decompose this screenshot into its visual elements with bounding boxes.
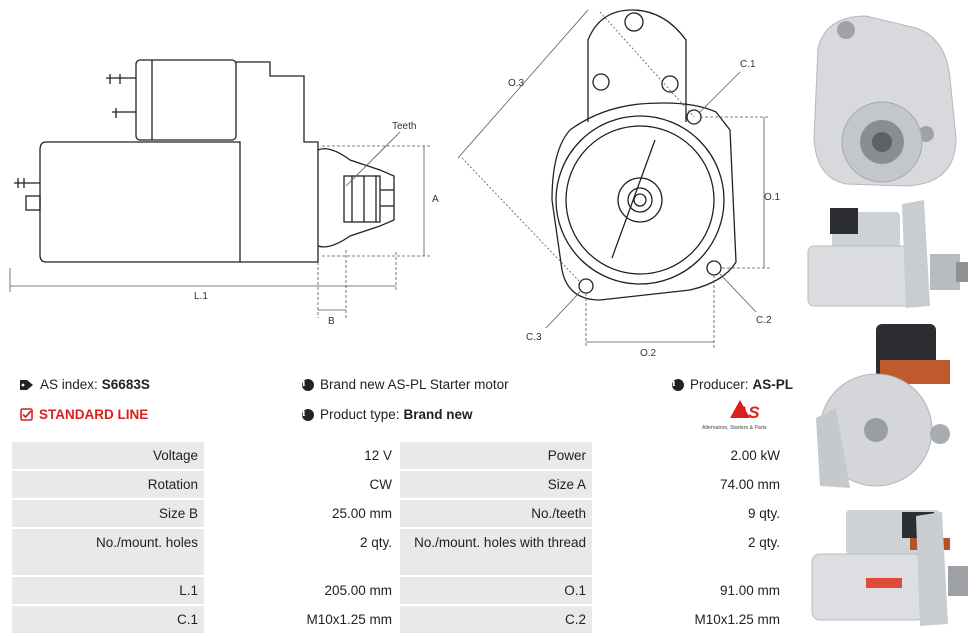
spec-label: Power [399,442,592,469]
tag-icon [20,379,33,390]
product-photo-rear[interactable] [806,318,972,494]
spec-value: 9 qty. [594,500,786,527]
producer: i Producer: AS-PL [672,377,793,392]
drawing-label-c3: C.3 [526,332,542,343]
drawing-label-a: A [432,194,439,205]
standard-line-badge: STANDARD LINE [20,407,148,422]
drawing-label-o2: O.2 [640,348,657,359]
spec-label: No./teeth [399,500,592,527]
drawing-label-o1: O.1 [764,192,781,203]
spec-table: Voltage 12 V Power 2.00 kW Rotation CW S… [10,440,788,635]
technical-drawing: Teeth A B L.1 O.3 C.1 O.1 C.2 C [9,9,781,359]
product-type-value: Brand new [403,407,473,422]
spec-label: No./mount. holes [12,529,205,575]
spec-value: 12 V [206,442,398,469]
drawing-label-c1: C.1 [740,59,756,70]
drawing-label-teeth: Teeth [392,121,416,132]
table-row: L.1 205.00 mm O.1 91.00 mm [12,577,786,604]
checkbox-checked-icon [20,408,33,421]
producer-label: Producer: [690,377,749,392]
product-photo-front[interactable] [806,8,972,188]
spec-value: 74.00 mm [594,471,786,498]
spec-value: 2.00 kW [594,442,786,469]
spec-label: C.2 [399,606,592,633]
spec-value: M10x1.25 mm [594,606,786,633]
table-row: Size B 25.00 mm No./teeth 9 qty. [12,500,786,527]
product-photo-angle[interactable] [806,496,972,632]
info-icon: i [302,378,314,391]
product-photo-side[interactable] [806,196,972,314]
drawing-label-o3: O.3 [508,78,525,89]
drawing-label-b: B [328,316,335,327]
drawing-label-l1: L.1 [194,291,208,302]
side-view-drawing [14,59,395,263]
spec-value: 2 qty. [206,529,398,575]
spec-label: Voltage [12,442,205,469]
table-row: Rotation CW Size A 74.00 mm [12,471,786,498]
as-pl-logo: AS Alternators, Starters & Parts [702,400,767,431]
table-row: C.1 M10x1.25 mm C.2 M10x1.25 mm [12,606,786,633]
spec-value: 2 qty. [594,529,786,575]
brand-description: i Brand new AS-PL Starter motor [302,377,509,392]
info-icon: i [302,408,314,421]
spec-value: CW [206,471,398,498]
logo-mark: AS [735,403,760,422]
as-index-value: S6683S [101,377,150,392]
drawing-label-c2: C.2 [756,315,772,326]
front-view-dimensions [457,9,770,348]
producer-value: AS-PL [752,377,794,392]
standard-line-text: STANDARD LINE [39,407,149,422]
spec-label: No./mount. holes with thread [399,529,592,575]
spec-label: Size A [399,471,592,498]
spec-value: 25.00 mm [206,500,398,527]
table-row: Voltage 12 V Power 2.00 kW [12,442,786,469]
spec-label: L.1 [12,577,205,604]
spec-value: 91.00 mm [594,577,786,604]
front-view-drawing [551,9,737,301]
spec-value: M10x1.25 mm [206,606,398,633]
brand-description-text: Brand new AS-PL Starter motor [320,377,509,392]
product-type: i Product type: Brand new [302,407,473,422]
as-index-label: AS index: [40,377,98,392]
spec-label: O.1 [399,577,592,604]
info-icon: i [672,378,684,391]
logo-tagline: Alternators, Starters & Parts [702,425,767,431]
spec-label: Size B [12,500,205,527]
spec-value: 205.00 mm [206,577,398,604]
spec-label: Rotation [12,471,205,498]
product-type-label: Product type: [320,407,400,422]
table-row: No./mount. holes 2 qty. No./mount. holes… [12,529,786,575]
as-index: AS index: S6683S [20,377,150,392]
spec-label: C.1 [12,606,205,633]
side-view-dimensions [9,131,430,318]
